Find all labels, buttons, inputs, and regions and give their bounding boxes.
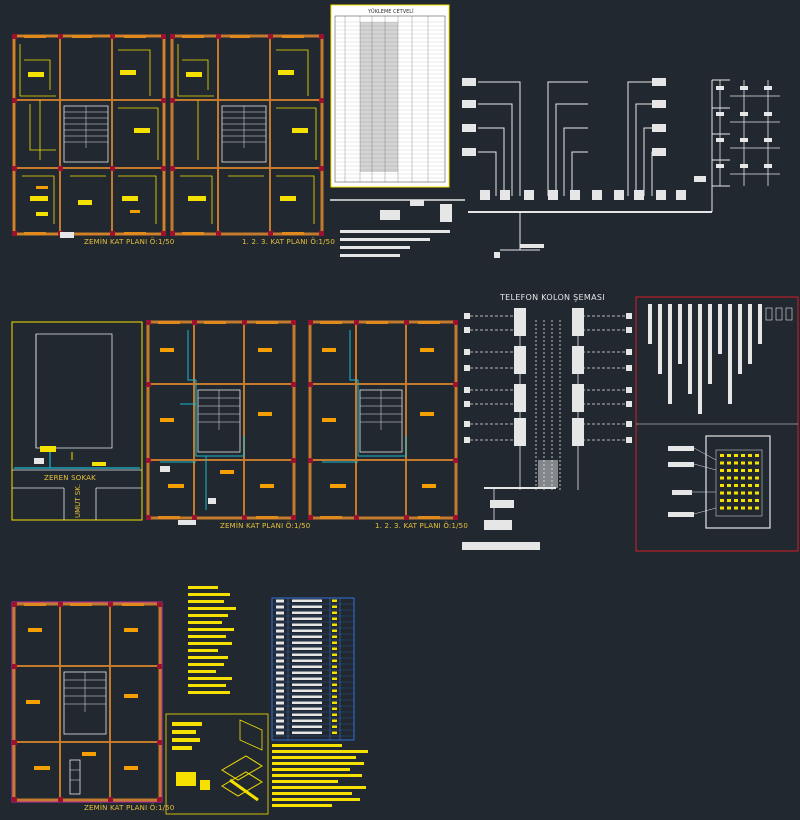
symbol-notes-yellow: [188, 586, 236, 694]
floor-plan-top-typical: [170, 34, 324, 236]
plan-title-top-typical: 1. 2. 3. KAT PLANI Ö:1/50: [242, 238, 335, 246]
telephone-diagram-title: TELEFON KOLON ŞEMASI: [500, 293, 605, 302]
telephone-column-diagram: [470, 310, 626, 528]
load-table-notes: [340, 200, 452, 257]
load-table-title: YÜKLEME CETVELİ: [368, 9, 414, 15]
site-plan: [11, 321, 143, 521]
general-notes: [272, 744, 368, 807]
symbol-legend-table: [271, 597, 355, 741]
plan-title-bottom-ground: ZEMİN KAT PLANI Ö:1/50: [84, 804, 175, 812]
street-label-umut: UMUT SK.: [74, 483, 82, 518]
floor-plan-mid-typical: [308, 320, 458, 520]
floor-plan-top-ground: [12, 34, 166, 238]
telephone-panel-detail: [635, 296, 799, 552]
plan-title-mid-typical: 1. 2. 3. KAT PLANI Ö:1/50: [375, 522, 468, 530]
street-label-zeren: ZEREN SOKAK: [44, 474, 96, 482]
plan-title-mid-ground: ZEMİN KAT PLANI Ö:1/50: [220, 522, 311, 530]
floor-plan-mid-ground: [146, 320, 296, 525]
plan-title-top-ground: ZEMİN KAT PLANI Ö:1/50: [84, 238, 175, 246]
floor-plan-bottom-ground: [11, 601, 163, 803]
load-table-sheet: [330, 4, 450, 188]
distribution-panel-schematic: [719, 80, 780, 186]
electrical-riser-diagram: [468, 79, 730, 251]
installation-detail-box: [165, 713, 269, 815]
